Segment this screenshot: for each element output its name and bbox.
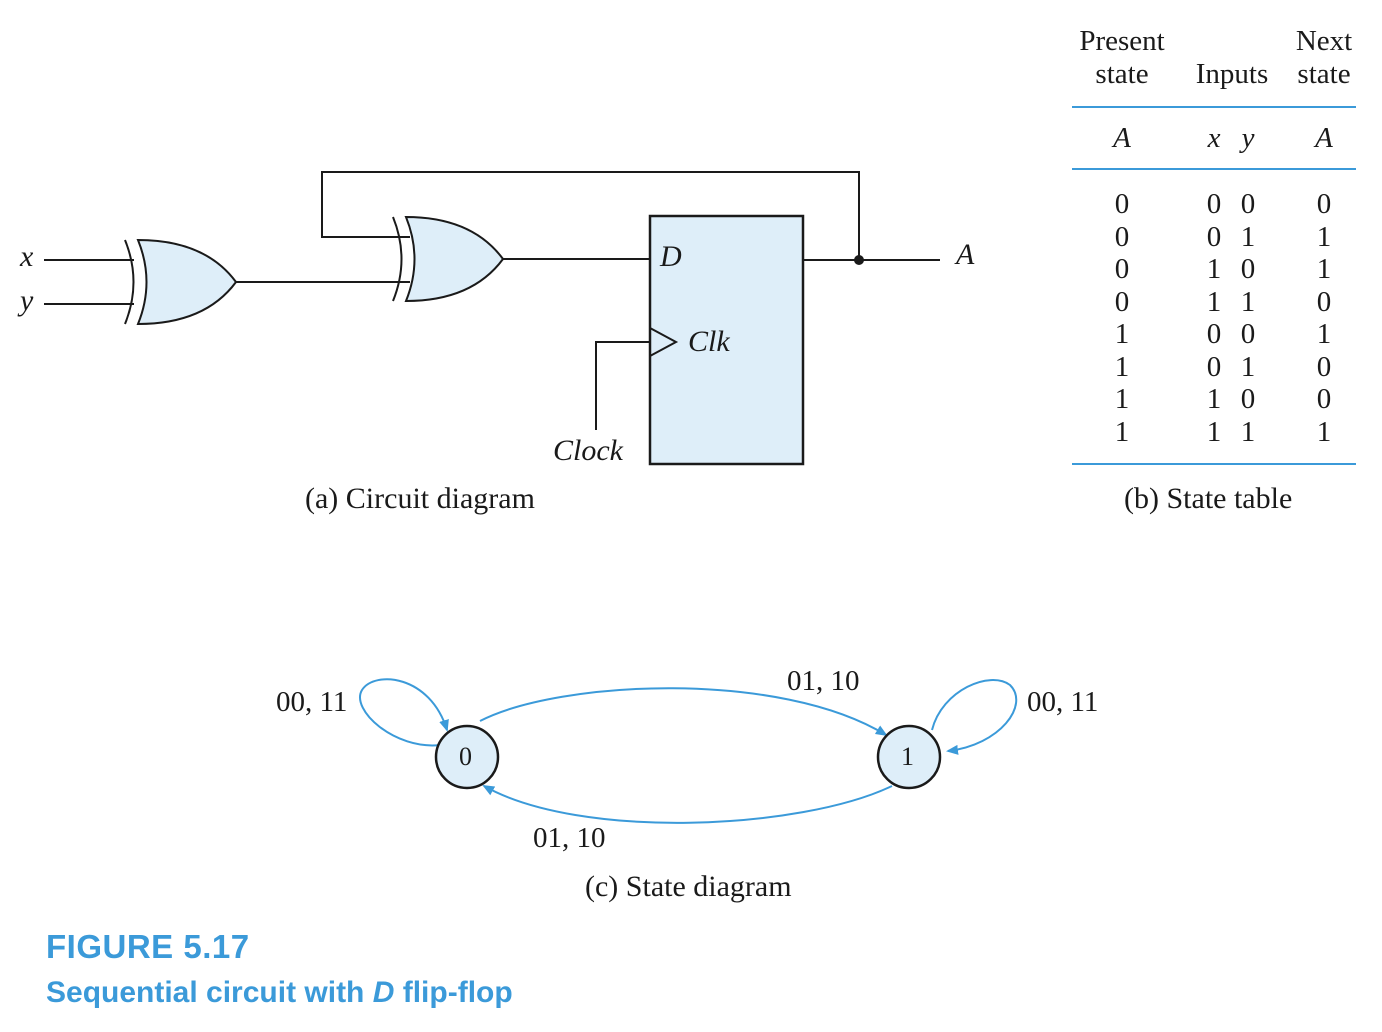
state-1-circle [876, 724, 942, 790]
table-cell-A: 1 [1114, 318, 1130, 350]
table-cell-y: 1 [1240, 220, 1256, 253]
table-caption: (b) State table [1124, 482, 1293, 515]
table-cell-y: 0 [1240, 383, 1256, 415]
table-cell-next: 1 [1316, 220, 1332, 253]
table-cell-A: 1 [1114, 383, 1130, 415]
present-state-header-2: state [1095, 58, 1149, 90]
table-cell-x: 0 [1206, 350, 1222, 383]
table-cell-x: 1 [1206, 415, 1222, 448]
next-state-header-2: state [1297, 58, 1351, 90]
self-loop-1-label: 00, 11 [1027, 686, 1099, 718]
transition-1-to-0-label: 01, 10 [533, 822, 606, 854]
table-cell-y: 0 [1240, 318, 1256, 350]
figure-title-after: flip-flop [394, 976, 513, 1009]
inputs-header: Inputs [1195, 58, 1269, 90]
table-cell-A: 0 [1114, 220, 1130, 253]
table-cell-x: 1 [1206, 383, 1222, 415]
next-state-header-1: Next [1295, 25, 1353, 57]
table-cell-A: 0 [1114, 285, 1130, 318]
table-cell-next: 1 [1316, 415, 1332, 448]
clock-label: Clock [553, 434, 623, 467]
transition-1-to-0 [482, 785, 893, 824]
table-cell-next: 1 [1316, 253, 1332, 285]
table-cell-x: 1 [1206, 285, 1222, 318]
table-cell-next: 0 [1316, 350, 1332, 383]
table-cell-y: 1 [1240, 350, 1256, 383]
table-cell-y: 1 [1240, 415, 1256, 448]
table-cell-x: 0 [1206, 318, 1222, 350]
figure-title-before: Sequential circuit with [46, 976, 373, 1009]
clock-wire [595, 341, 650, 430]
output-a-label: A [956, 238, 975, 271]
table-cell-A: 0 [1114, 188, 1130, 220]
table-cell-y: 1 [1240, 285, 1256, 318]
table-cell-x: 1 [1206, 253, 1222, 285]
ff-clk-label: Clk [688, 325, 730, 358]
state-0-label: 0 [459, 742, 472, 771]
state-1-label: 1 [901, 742, 914, 771]
sub-next-a: A [1315, 122, 1333, 154]
sub-y: y [1241, 122, 1255, 154]
table-cell-y: 0 [1240, 188, 1256, 220]
table-cell-next: 0 [1316, 285, 1332, 318]
table-rule-mid [1072, 168, 1356, 170]
transition-0-to-1 [479, 687, 888, 737]
table-cell-next: 0 [1316, 383, 1332, 415]
sub-x: x [1207, 122, 1221, 154]
transition-0-to-1-label: 01, 10 [787, 665, 860, 697]
self-loop-0 [359, 678, 449, 747]
figure-number: FIGURE 5.17 [46, 928, 250, 965]
xor-gate-1 [124, 238, 238, 326]
d-flip-flop [648, 214, 805, 466]
input-x-label: x [20, 240, 34, 273]
figure-title: Sequential circuit with D flip-flop [46, 976, 513, 1010]
table-cell-x: 0 [1206, 188, 1222, 220]
feedback-wire [321, 171, 860, 260]
circuit-caption: (a) Circuit diagram [305, 482, 535, 515]
table-cell-A: 1 [1114, 415, 1130, 448]
table-cell-y: 0 [1240, 253, 1256, 285]
xor-gate-2 [392, 215, 505, 303]
table-cell-A: 1 [1114, 350, 1130, 383]
self-loop-1 [931, 679, 1018, 755]
junction-dot [854, 255, 864, 265]
input-y-label: y [20, 284, 34, 317]
table-cell-next: 1 [1316, 318, 1332, 350]
state-0-circle [434, 724, 500, 790]
state-diagram-caption: (c) State diagram [585, 870, 792, 903]
present-state-header-1: Present [1079, 25, 1165, 57]
table-cell-A: 0 [1114, 253, 1130, 285]
table-rule-top [1072, 106, 1356, 108]
clk-triangle [649, 327, 679, 357]
figure-title-italic: D [372, 976, 395, 1009]
self-loop-0-label: 00, 11 [276, 686, 348, 718]
table-cell-next: 0 [1316, 188, 1332, 220]
sub-present-a: A [1113, 122, 1131, 154]
ff-d-label: D [660, 240, 682, 273]
table-cell-x: 0 [1206, 220, 1222, 253]
table-rule-bottom [1072, 463, 1356, 465]
